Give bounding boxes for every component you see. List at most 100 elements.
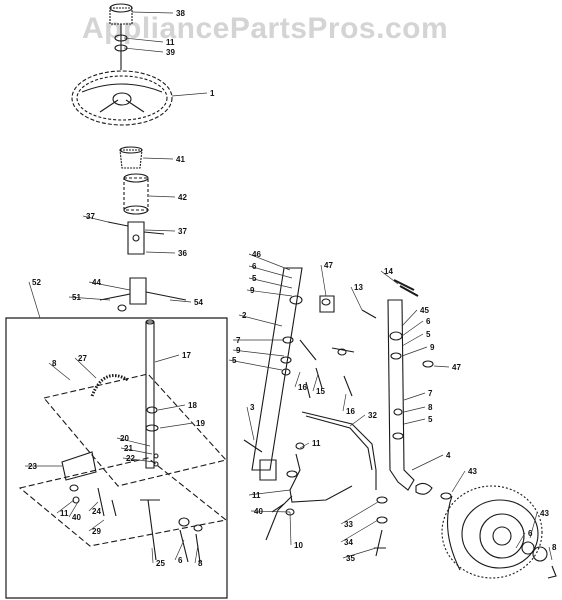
- callout-leader-line: [248, 253, 291, 271]
- part-callout-8: 8: [552, 543, 557, 552]
- steering-assembly-box: [5, 317, 228, 599]
- callout-leader-line: [342, 547, 377, 559]
- spindle-part: [361, 279, 434, 495]
- callout-leader-line: [246, 289, 293, 297]
- callout-leader-line: [88, 281, 131, 291]
- callout-leader-line: [74, 357, 97, 379]
- part-callout-47: 47: [452, 363, 461, 372]
- part-callout-33: 33: [344, 520, 353, 529]
- part-callout-52: 52: [32, 278, 41, 287]
- callout-leader-line: [28, 281, 41, 319]
- callout-leader-line: [340, 519, 379, 543]
- callout-leader-line: [151, 547, 154, 564]
- part-callout-54: 54: [194, 298, 203, 307]
- callout-leader-line: [401, 320, 424, 337]
- callout-leader-line: [120, 447, 153, 455]
- callout-leader-line: [174, 539, 185, 561]
- watermark: AppliancePartsPros.com: [82, 12, 449, 45]
- part-callout-4: 4: [446, 451, 451, 460]
- part-callout-40: 40: [254, 507, 263, 516]
- callout-leader-line: [194, 544, 199, 564]
- callout-leader-line: [246, 406, 255, 441]
- part-callout-2: 2: [242, 311, 247, 320]
- part-callout-37: 37: [178, 227, 187, 236]
- part-callout-11: 11: [252, 491, 261, 500]
- steering-cap-part: [109, 3, 133, 70]
- callout-leader-line: [548, 546, 553, 561]
- callout-leader-line: [123, 47, 164, 53]
- part-callout-11: 11: [60, 509, 69, 518]
- steering-sleeve-part: [123, 173, 149, 215]
- tie-rod-part: [301, 411, 377, 490]
- part-callout-25: 25: [156, 559, 165, 568]
- callout-leader-line: [56, 499, 75, 514]
- part-callout-20: 20: [120, 434, 129, 443]
- callout-leader-line: [342, 393, 347, 412]
- part-callout-36: 36: [178, 249, 187, 258]
- bracket-part: [299, 295, 355, 399]
- callout-leader-line: [401, 346, 428, 357]
- steering-coupler-part: [107, 221, 165, 255]
- part-callout-10: 10: [294, 541, 303, 550]
- callout-leader-line: [116, 437, 151, 447]
- part-callout-5: 5: [426, 330, 431, 339]
- part-callout-11: 11: [166, 38, 175, 47]
- callout-leader-line: [68, 501, 79, 518]
- part-callout-46: 46: [252, 250, 261, 259]
- part-callout-44: 44: [92, 278, 101, 287]
- callout-leader-line: [157, 404, 186, 411]
- callout-leader-line: [299, 442, 310, 449]
- callout-leader-line: [340, 501, 379, 525]
- part-callout-3: 3: [250, 403, 255, 412]
- callout-leader-line: [238, 314, 283, 327]
- part-callout-9: 9: [250, 286, 255, 295]
- part-callout-5: 5: [428, 415, 433, 424]
- callout-leader-line: [171, 92, 208, 97]
- part-callout-32: 32: [368, 411, 377, 420]
- steering-adapter-part: [119, 146, 143, 169]
- part-callout-23: 23: [28, 462, 37, 471]
- part-callout-7: 7: [428, 389, 433, 398]
- callout-leader-line: [48, 362, 71, 381]
- callout-leader-line: [144, 229, 176, 232]
- callout-leader-line: [142, 157, 174, 160]
- steering-wheel-part: [71, 70, 173, 126]
- part-callout-39: 39: [166, 48, 175, 57]
- part-callout-14: 14: [384, 267, 393, 276]
- part-callout-43: 43: [540, 509, 549, 518]
- callout-leader-line: [349, 414, 366, 427]
- callout-leader-line: [451, 470, 466, 493]
- callout-leader-line: [433, 365, 450, 368]
- callout-leader-line: [403, 418, 426, 425]
- part-callout-27: 27: [78, 354, 87, 363]
- callout-leader-line: [68, 296, 111, 301]
- part-callout-16: 16: [298, 383, 307, 392]
- part-callout-7: 7: [236, 336, 241, 345]
- callout-leader-line: [148, 195, 176, 198]
- callout-leader-line: [88, 501, 99, 512]
- callout-leader-line: [403, 406, 426, 413]
- part-callout-1: 1: [210, 89, 215, 98]
- part-callout-8: 8: [428, 403, 433, 412]
- part-callout-6: 6: [426, 317, 431, 326]
- part-callout-21: 21: [124, 444, 133, 453]
- callout-leader-line: [515, 532, 526, 549]
- part-callout-41: 41: [176, 155, 185, 164]
- front-wheel-part: [440, 485, 557, 579]
- part-callout-8: 8: [52, 359, 57, 368]
- callout-leader-line: [169, 299, 192, 303]
- part-callout-13: 13: [354, 283, 363, 292]
- callout-leader-line: [123, 37, 164, 43]
- part-callout-38: 38: [176, 9, 185, 18]
- callout-leader-line: [154, 354, 180, 363]
- part-callout-6: 6: [252, 262, 257, 271]
- callout-leader-line: [350, 286, 363, 311]
- part-callout-47: 47: [324, 261, 333, 270]
- part-callout-5: 5: [232, 356, 237, 365]
- part-callout-5: 5: [252, 274, 257, 283]
- part-callout-11: 11: [312, 439, 321, 448]
- callout-leader-line: [159, 422, 194, 429]
- callout-leader-line: [294, 371, 301, 388]
